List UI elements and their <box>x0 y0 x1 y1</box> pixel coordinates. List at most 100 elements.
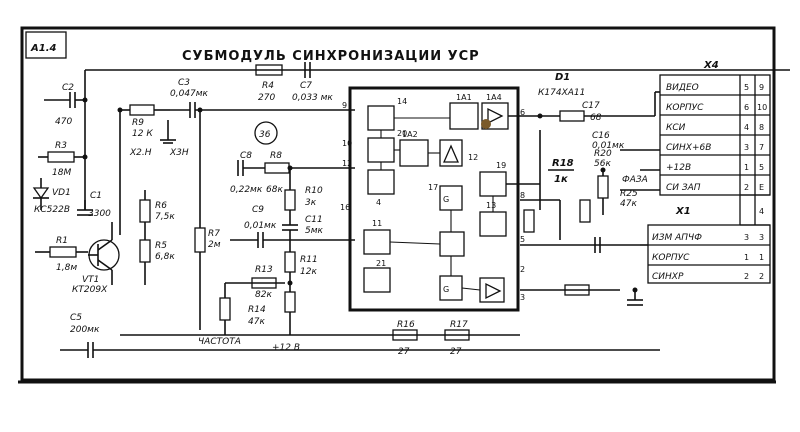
c5-ref: C5 <box>70 313 82 323</box>
phase-label: ФАЗА <box>622 175 648 185</box>
r9-body <box>129 104 155 116</box>
chip-pin-4: 4 <box>376 198 381 207</box>
r11-ref: R11 <box>300 255 318 265</box>
r7-body <box>194 227 206 253</box>
block-1a2 <box>399 139 429 167</box>
frame-label-box <box>25 31 67 59</box>
r18-value: 68 <box>590 113 602 123</box>
chip-pin-9: 9 <box>342 101 347 110</box>
connector-x1 <box>647 224 771 284</box>
chip-name: D1 <box>555 72 570 83</box>
chip-pin-19: 19 <box>496 161 506 170</box>
r11-value: 12к <box>300 267 317 277</box>
vd1-diode-symbol <box>32 187 50 200</box>
block-20 <box>367 137 395 163</box>
chip-pin-8: 8 <box>520 191 525 200</box>
frame-label: A1.4 <box>30 43 56 54</box>
block-21 <box>363 267 391 293</box>
chip-pin-1a1: 1А1 <box>456 93 472 102</box>
r18-body <box>559 110 585 122</box>
r7-value: 2м <box>208 240 221 250</box>
r9-value: 12 К <box>132 129 153 139</box>
x4-signal-si-zap: СИ ЗАП <box>666 183 701 193</box>
x4-signal-ksi: КСИ <box>666 123 686 133</box>
r9-ref: R9 <box>132 118 144 128</box>
r14-ref: R14 <box>248 305 266 315</box>
svg-text:G: G <box>443 195 449 204</box>
chip-pin-10: 10 <box>342 139 352 148</box>
r6-body <box>139 199 151 223</box>
chip-pin-5: 5 <box>520 235 525 244</box>
x4-pin-1: 1 <box>744 163 749 172</box>
x4-pin-2: 2 <box>744 183 749 192</box>
x1-signal-sync: СИНХР <box>652 272 684 282</box>
x4-pin-7: 7 <box>759 143 764 152</box>
x1-pin-3a: 3 <box>744 233 749 242</box>
x4-pin-3: 3 <box>744 143 749 152</box>
x4-pin-5: 5 <box>744 83 749 92</box>
x1-pin-2b: 2 <box>759 272 764 281</box>
r25-ref: R25 <box>620 189 638 199</box>
r8-value: 68к <box>266 185 283 195</box>
chip-pin-17: 17 <box>428 183 438 192</box>
x4-pin-4b: 4 <box>759 207 764 216</box>
r10-value: 3к <box>305 198 317 208</box>
x1-pin-1b: 1 <box>759 253 764 262</box>
c17-ref: R18 <box>552 158 574 169</box>
chip-pin-20: 20 <box>397 129 407 138</box>
c1-value: 3300 <box>88 209 111 219</box>
r8-ref: R8 <box>270 151 282 161</box>
block-14 <box>367 105 395 131</box>
c1-ref: C1 <box>90 191 102 201</box>
r1-ref: R1 <box>56 236 68 246</box>
r17-value: 27 <box>450 347 462 357</box>
x4-signal-12v: +12В <box>666 163 691 173</box>
r13-ref: R13 <box>255 265 273 275</box>
c17-value: 1к <box>554 174 568 185</box>
block-switch <box>367 169 395 195</box>
r18-ref: C17 <box>582 101 600 111</box>
connector-x4-label: X4 <box>703 60 719 71</box>
r16-body <box>392 329 418 341</box>
r5-value: 6,8к <box>155 252 175 262</box>
r4-ref: R4 <box>262 81 274 91</box>
x4-pin-9: 9 <box>759 83 764 92</box>
x4-pin-10: 10 <box>757 103 767 112</box>
x4-signal-sync: СИНХ+6В <box>666 143 711 153</box>
chip-pin-11: 11 <box>372 219 382 228</box>
r4-body <box>255 64 283 76</box>
vt1-value: КТ209Х <box>72 285 108 295</box>
r3-ref: R3 <box>55 141 67 151</box>
r25-value: 47к <box>620 199 637 209</box>
r8-body <box>264 162 290 174</box>
r11-body <box>284 251 296 273</box>
block-out <box>479 277 505 303</box>
connector-x1-label: X1 <box>675 206 691 217</box>
sheet-frame <box>20 26 776 382</box>
block-1a1b <box>363 229 391 255</box>
block-13 <box>479 211 507 237</box>
r17-ref: R17 <box>450 320 468 330</box>
vt1-ref: VT1 <box>82 275 99 285</box>
c16-value: 0,01мк <box>592 141 625 151</box>
r13-body <box>251 277 277 289</box>
chip-pin-13: 13 <box>486 201 496 210</box>
x4-pin-5b: 5 <box>759 163 764 172</box>
x1-pin-2a: 2 <box>744 272 749 281</box>
c7-value: 0,033 мк <box>292 93 333 103</box>
x1-signal-ground: КОРПУС <box>652 253 690 263</box>
supply-label: +12 В <box>272 343 300 353</box>
c11-value: 5мк <box>305 226 324 236</box>
r20-ref: R20 <box>594 149 612 159</box>
x1-signal-apchf: ИЗМ АПЧФ <box>652 233 702 243</box>
r3-body <box>47 151 75 163</box>
chip-pin-21: 21 <box>376 259 386 268</box>
r14-value: 47к <box>248 317 265 327</box>
c5-value: 200мк <box>70 325 100 335</box>
c2-value: 470 <box>55 117 72 127</box>
c2-ref: C2 <box>62 83 74 93</box>
svg-text:Х3Н: Х3Н <box>169 148 189 158</box>
vd1-value: КС522В <box>34 205 70 215</box>
